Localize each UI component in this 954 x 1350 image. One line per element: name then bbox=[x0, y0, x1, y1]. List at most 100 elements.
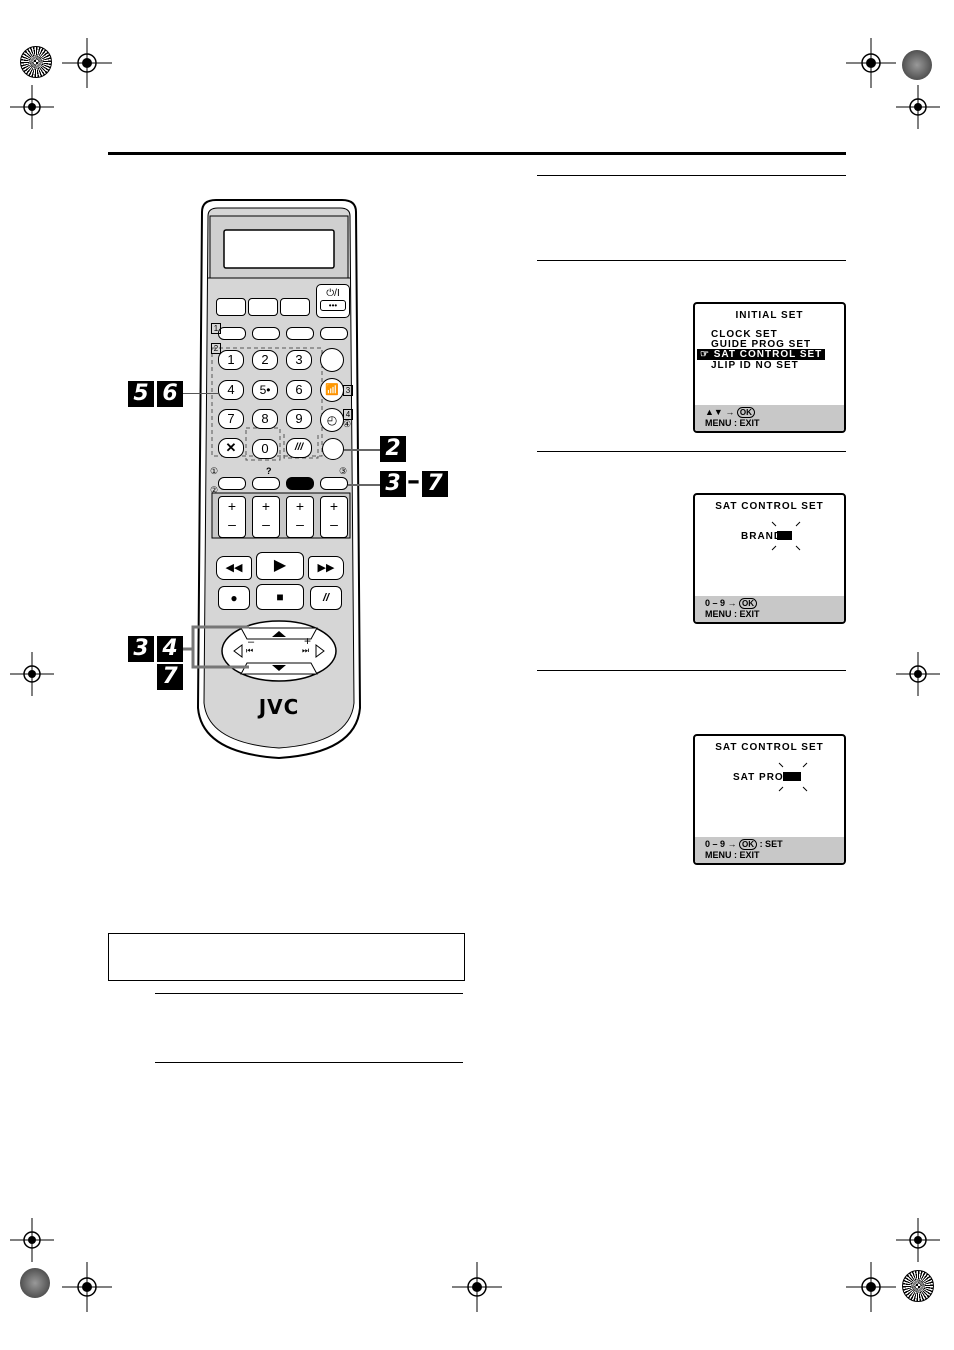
num-key-1[interactable]: 1 bbox=[218, 350, 244, 370]
fast-forward-icon: ▶▶ bbox=[317, 562, 335, 574]
remote-label-2: 2 bbox=[211, 343, 221, 354]
registration-mark-right-upper bbox=[896, 85, 940, 129]
osd2-footer: 0 – 9 → OK MENU : EXIT bbox=[695, 596, 844, 622]
num-key-6[interactable]: 6 bbox=[286, 380, 312, 400]
nav-right-button[interactable] bbox=[314, 642, 332, 660]
starburst-top-left bbox=[20, 46, 52, 78]
gray-dot-top-right bbox=[902, 50, 932, 80]
registration-mark-bottom-center bbox=[452, 1262, 502, 1312]
num-key-2[interactable]: 2 bbox=[252, 350, 278, 370]
osd2-blink-marks bbox=[771, 521, 801, 551]
num-key-5[interactable]: 5• bbox=[252, 380, 278, 400]
step-badge-4: 4 bbox=[157, 636, 183, 662]
remote-top-button-2[interactable] bbox=[248, 298, 278, 316]
leader-line-2 bbox=[344, 449, 380, 451]
osd2-title: SAT CONTROL SET bbox=[715, 501, 824, 512]
rocker-4[interactable]: + – bbox=[320, 496, 348, 538]
remote-row-button-2[interactable] bbox=[252, 327, 280, 340]
osd3-foot-exit: MENU : EXIT bbox=[705, 850, 760, 860]
remote-label-5: ① bbox=[210, 466, 219, 476]
remote-timer-button[interactable]: ◴ bbox=[320, 408, 344, 432]
pause-button[interactable]: // bbox=[310, 586, 342, 610]
remote-round-button-top[interactable] bbox=[320, 348, 344, 372]
osd3-ok-icon: OK bbox=[739, 839, 758, 850]
step-badge-2: 2 bbox=[380, 436, 406, 462]
osd2-foot-exit: MENU : EXIT bbox=[705, 609, 760, 619]
osd1-footer: ▲▼ → OK MENU : EXIT bbox=[695, 405, 844, 431]
rocker-3[interactable]: + – bbox=[286, 496, 314, 538]
remote-top-button-1[interactable] bbox=[216, 298, 246, 316]
osd1-title: INITIAL SET bbox=[735, 310, 804, 321]
nav-plus-label: + bbox=[304, 634, 312, 648]
osd-sat-control-prog: SAT CONTROL SET SAT PROG 0 – 9 → OK : SE… bbox=[693, 734, 846, 865]
osd3-foot-nav: 0 – 9 → bbox=[705, 839, 737, 849]
leader-line-56 bbox=[183, 393, 218, 394]
remote-function-button-1[interactable] bbox=[218, 477, 246, 490]
rocker-2[interactable]: + – bbox=[252, 496, 280, 538]
rocker-2-plus: + bbox=[261, 498, 271, 514]
num-key-0[interactable]: 0 bbox=[252, 439, 278, 459]
osd1-cursor-icon: ☞ bbox=[700, 349, 710, 360]
starburst-bottom-right bbox=[902, 1270, 934, 1302]
remote-function-button-4[interactable] bbox=[320, 477, 348, 490]
registration-mark-left-lower bbox=[10, 1218, 54, 1262]
registration-mark-right-middle bbox=[896, 652, 940, 696]
clock-icon: ◴ bbox=[326, 413, 338, 427]
step-badge-5: 5 bbox=[128, 381, 154, 407]
num-key-9[interactable]: 9 bbox=[286, 409, 312, 429]
osd3-title: SAT CONTROL SET bbox=[715, 742, 824, 753]
remote-hash-button[interactable]: /// bbox=[286, 438, 312, 458]
remote-cancel-button[interactable]: ✕ bbox=[218, 438, 244, 458]
nav-minus-label: – bbox=[248, 636, 255, 648]
osd1-item-1: CLOCK SET bbox=[711, 329, 778, 340]
remote-wifi-button[interactable]: 📶 bbox=[320, 378, 344, 402]
remote-function-button-2[interactable] bbox=[252, 477, 280, 490]
remote-brand-logo: JVC bbox=[258, 695, 300, 719]
remote-row-button-1[interactable] bbox=[218, 327, 246, 340]
num-key-4[interactable]: 4 bbox=[218, 380, 244, 400]
remote-power-button[interactable]: ⏻/I ••• bbox=[316, 284, 350, 318]
step-badge-6: 6 bbox=[157, 381, 183, 407]
remote-row-button-4[interactable] bbox=[320, 327, 348, 340]
remote-top-button-3[interactable] bbox=[280, 298, 310, 316]
remote-side-label-1: 1 bbox=[211, 323, 221, 334]
remote-function-button-3[interactable] bbox=[286, 477, 314, 490]
cancel-icon: ✕ bbox=[225, 440, 237, 455]
section-rule-4 bbox=[537, 670, 846, 671]
num-key-8[interactable]: 8 bbox=[252, 409, 278, 429]
gray-dot-bottom-left bbox=[20, 1268, 50, 1298]
osd2-brand-field bbox=[777, 531, 792, 540]
rocker-1-minus: – bbox=[228, 516, 236, 532]
remote-set-button[interactable] bbox=[322, 438, 344, 460]
rocker-1[interactable]: + – bbox=[218, 496, 246, 538]
section-rule-3 bbox=[537, 451, 846, 452]
rewind-button[interactable]: ◀◀ bbox=[216, 556, 252, 580]
rocker-4-plus: + bbox=[329, 498, 339, 514]
step-badge-3b: 3 bbox=[128, 636, 154, 662]
osd3-foot-set: : SET bbox=[759, 839, 783, 849]
osd1-item-3-selected: ☞ SAT CONTROL SET bbox=[697, 349, 826, 360]
remote-label-6: ② bbox=[210, 485, 219, 495]
record-button[interactable]: ● bbox=[218, 586, 250, 610]
dots-icon: ••• bbox=[320, 300, 346, 311]
note-rule-1 bbox=[155, 993, 463, 994]
remote-row-button-3[interactable] bbox=[286, 327, 314, 340]
remote-label-4: 4 bbox=[343, 409, 353, 420]
osd1-ok-icon: OK bbox=[736, 407, 755, 418]
stop-button[interactable]: ■ bbox=[256, 584, 304, 610]
osd1-item-4: JLIP ID NO SET bbox=[711, 360, 799, 371]
num-key-7[interactable]: 7 bbox=[218, 409, 244, 429]
osd1-foot-exit: MENU : EXIT bbox=[705, 418, 760, 428]
leader-bracket-nav bbox=[183, 625, 249, 669]
nav-down-button[interactable] bbox=[246, 662, 312, 676]
osd1-foot-nav: ▲▼ → bbox=[705, 407, 735, 417]
pause-icon: // bbox=[322, 592, 330, 604]
play-button[interactable]: ▶ bbox=[256, 552, 304, 580]
rocker-3-plus: + bbox=[295, 498, 305, 514]
step-badge-7: 7 bbox=[422, 471, 448, 497]
registration-mark-bottom-right bbox=[846, 1262, 896, 1312]
nav-up-button[interactable] bbox=[246, 626, 312, 640]
num-key-3[interactable]: 3 bbox=[286, 350, 312, 370]
fast-forward-button[interactable]: ▶▶ bbox=[308, 556, 344, 580]
osd-initial-set: INITIAL SET CLOCK SET GUIDE PROG SET ☞ S… bbox=[693, 302, 846, 433]
